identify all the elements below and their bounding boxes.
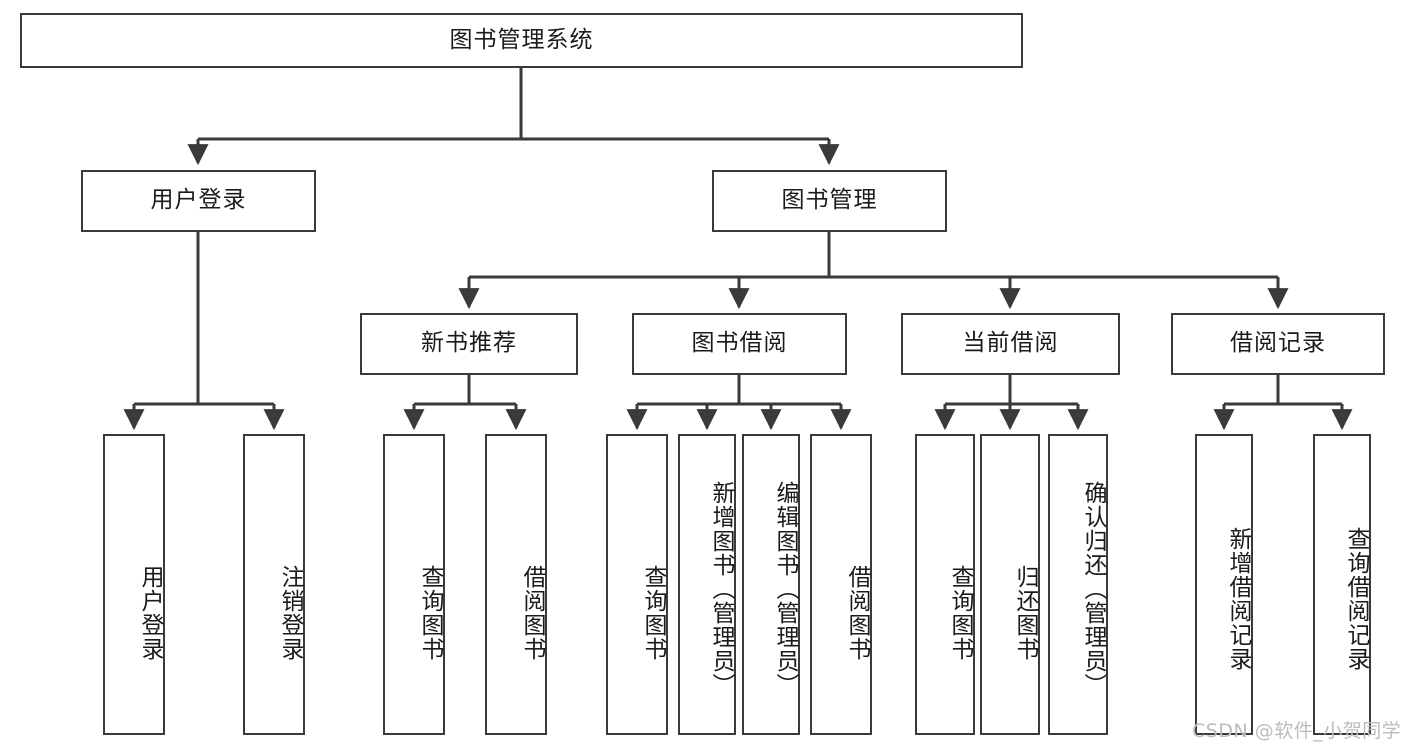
leaf-return-book-label: 归还图书 xyxy=(1012,564,1038,661)
node-current-borrow-label: 当前借阅 xyxy=(962,330,1059,357)
leaf-borrow-book-recommend[interactable]: 借阅图书 xyxy=(485,434,547,735)
node-borrow-record[interactable]: 借阅记录 xyxy=(1171,313,1385,375)
leaf-query-book-current-label: 查询图书 xyxy=(947,564,973,661)
leaf-query-book-borrow-label: 查询图书 xyxy=(640,564,666,661)
node-book-management-label: 图书管理 xyxy=(781,187,878,214)
node-book-borrow[interactable]: 图书借阅 xyxy=(632,313,847,375)
leaf-borrow-book-label: 借阅图书 xyxy=(844,564,870,661)
leaf-add-book-admin[interactable]: 新增图书（管理员） xyxy=(678,434,736,735)
leaf-query-book-recommend[interactable]: 查询图书 xyxy=(383,434,445,735)
leaf-user-logout-label: 注销登录 xyxy=(277,564,303,661)
watermark: CSDN @软件_小贺同学 xyxy=(1192,720,1402,742)
node-book-borrow-label: 图书借阅 xyxy=(691,330,788,357)
leaf-add-book-admin-label: 新增图书（管理员） xyxy=(708,480,734,697)
node-user-login-label: 用户登录 xyxy=(150,187,247,214)
leaf-query-book-borrow[interactable]: 查询图书 xyxy=(606,434,668,735)
node-new-book-recommend-label: 新书推荐 xyxy=(421,330,517,357)
node-new-book-recommend[interactable]: 新书推荐 xyxy=(360,313,578,375)
node-root-label: 图书管理系统 xyxy=(449,26,594,53)
leaf-edit-book-admin[interactable]: 编辑图书（管理员） xyxy=(742,434,800,735)
leaf-borrow-book[interactable]: 借阅图书 xyxy=(810,434,872,735)
leaf-add-borrow-record[interactable]: 新增借阅记录 xyxy=(1195,434,1253,735)
node-current-borrow[interactable]: 当前借阅 xyxy=(901,313,1120,375)
leaf-user-login-label: 用户登录 xyxy=(137,564,163,661)
leaf-borrow-book-recommend-label: 借阅图书 xyxy=(519,564,545,661)
leaf-user-login[interactable]: 用户登录 xyxy=(103,434,165,735)
leaf-confirm-return-admin-label: 确认归还（管理员） xyxy=(1080,480,1106,697)
leaf-user-logout[interactable]: 注销登录 xyxy=(243,434,305,735)
leaf-query-book-current[interactable]: 查询图书 xyxy=(915,434,975,735)
node-borrow-record-label: 借阅记录 xyxy=(1230,330,1326,357)
node-root[interactable]: 图书管理系统 xyxy=(20,13,1023,68)
node-user-login[interactable]: 用户登录 xyxy=(81,170,316,232)
leaf-query-borrow-record[interactable]: 查询借阅记录 xyxy=(1313,434,1371,735)
leaf-return-book[interactable]: 归还图书 xyxy=(980,434,1040,735)
leaf-query-book-recommend-label: 查询图书 xyxy=(417,564,443,661)
leaf-query-borrow-record-label: 查询借阅记录 xyxy=(1343,526,1369,671)
leaf-add-borrow-record-label: 新增借阅记录 xyxy=(1225,526,1251,671)
leaf-edit-book-admin-label: 编辑图书（管理员） xyxy=(772,480,798,697)
node-book-management[interactable]: 图书管理 xyxy=(712,170,947,232)
leaf-confirm-return-admin[interactable]: 确认归还（管理员） xyxy=(1048,434,1108,735)
